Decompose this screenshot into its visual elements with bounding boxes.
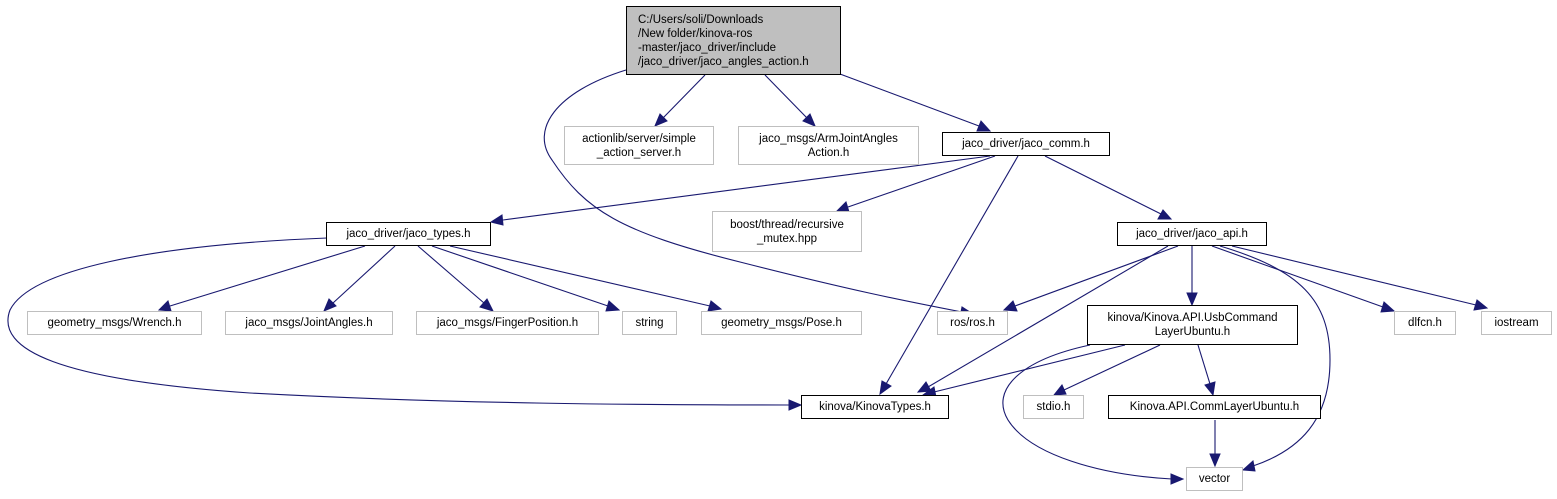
arrowhead <box>1170 473 1185 485</box>
node-arm-joint-angles-action-h: jaco_msgs/ArmJointAngles Action.h <box>738 126 919 165</box>
arrowhead <box>323 298 337 312</box>
edge-usb-command-layer-to-vector <box>1002 344 1173 480</box>
edge-root-to-arm-joint-angles-action <box>764 74 808 119</box>
edge-jaco-types-to-joint-angles <box>332 245 396 304</box>
edge-jaco-comm-to-kinova-types <box>885 155 1019 385</box>
node-iostream: iostream <box>1481 311 1552 335</box>
arrowhead <box>788 399 803 411</box>
node-jaco-types-h: jaco_driver/jaco_types.h <box>326 222 491 246</box>
node-finger-position-h: jaco_msgs/FingerPosition.h <box>416 311 599 335</box>
arrowhead <box>707 300 723 312</box>
node-comm-layer-ubuntu-h: Kinova.API.CommLayerUbuntu.h <box>1108 395 1321 419</box>
edges <box>7 69 1489 485</box>
edge-jaco-comm-to-jaco-types <box>502 155 991 221</box>
node-ros-h: ros/ros.h <box>937 311 1008 335</box>
arrowhead <box>1157 209 1173 220</box>
edge-jaco-comm-to-jaco-api <box>1044 155 1162 215</box>
edge-jaco-types-to-finger-position <box>417 245 485 304</box>
arrowhead <box>1473 299 1489 311</box>
edge-jaco-api-to-iostream <box>1231 245 1477 306</box>
edge-jaco-api-to-kinova-types <box>927 245 1169 388</box>
edge-jaco-api-to-dlfcn <box>1211 245 1384 308</box>
arrowhead <box>1209 453 1221 468</box>
node-stdio-h: stdio.h <box>1023 395 1084 419</box>
edge-jaco-api-to-vector <box>1219 245 1331 467</box>
node-joint-angles-h: jaco_msgs/JointAngles.h <box>225 311 393 335</box>
edge-jaco-types-to-kinova-types <box>7 237 791 406</box>
arrowhead <box>605 300 621 312</box>
node-dlfcn-h: dlfcn.h <box>1394 311 1456 335</box>
node-string: string <box>622 311 677 335</box>
edge-usb-command-layer-to-comm-layer <box>1197 344 1211 385</box>
node-kinova-types-h: kinova/KinovaTypes.h <box>801 395 949 419</box>
edge-usb-command-layer-to-kinova-types <box>933 344 1126 393</box>
edge-root-to-ros <box>543 69 963 313</box>
arrowhead <box>976 120 992 132</box>
node-simple-action-server-h: actionlib/server/simple _action_server.h <box>564 126 714 165</box>
edge-jaco-types-to-string <box>431 245 609 307</box>
arrowhead <box>916 381 932 393</box>
edge-jaco-types-to-wrench <box>169 245 366 307</box>
node-jaco-comm-h: jaco_driver/jaco_comm.h <box>942 132 1110 156</box>
arrowhead <box>802 113 816 127</box>
arrowhead <box>1186 292 1198 307</box>
node-jaco-angles-action-h: C:/Users/soli/Downloads /New folder/kino… <box>626 6 841 75</box>
node-wrench-h: geometry_msgs/Wrench.h <box>27 311 202 335</box>
arrowhead <box>479 298 494 312</box>
arrowhead <box>489 214 504 226</box>
edge-root-to-jaco-comm <box>839 73 980 127</box>
arrowhead <box>1002 300 1018 312</box>
node-recursive-mutex-hpp: boost/thread/recursive _mutex.hpp <box>712 211 862 252</box>
arrowhead <box>1380 301 1396 313</box>
node-pose-h: geometry_msgs/Pose.h <box>701 311 862 335</box>
edge-root-to-simple-action-server <box>662 74 706 119</box>
edge-jaco-types-to-pose <box>449 245 711 307</box>
node-vector: vector <box>1186 467 1243 491</box>
edge-usb-command-layer-to-stdio <box>1063 344 1161 391</box>
arrowhead <box>654 113 668 127</box>
arrowhead <box>157 300 172 312</box>
arrowhead <box>1052 384 1067 396</box>
arrowhead <box>1241 460 1256 472</box>
arrowhead <box>879 380 892 396</box>
node-usb-command-layer-ubuntu-h: kinova/Kinova.API.UsbCommand LayerUbuntu… <box>1087 305 1298 345</box>
node-jaco-api-h: jaco_driver/jaco_api.h <box>1117 222 1267 246</box>
edge-jaco-comm-to-recursive-mutex <box>847 155 996 208</box>
arrowhead <box>1204 381 1216 397</box>
